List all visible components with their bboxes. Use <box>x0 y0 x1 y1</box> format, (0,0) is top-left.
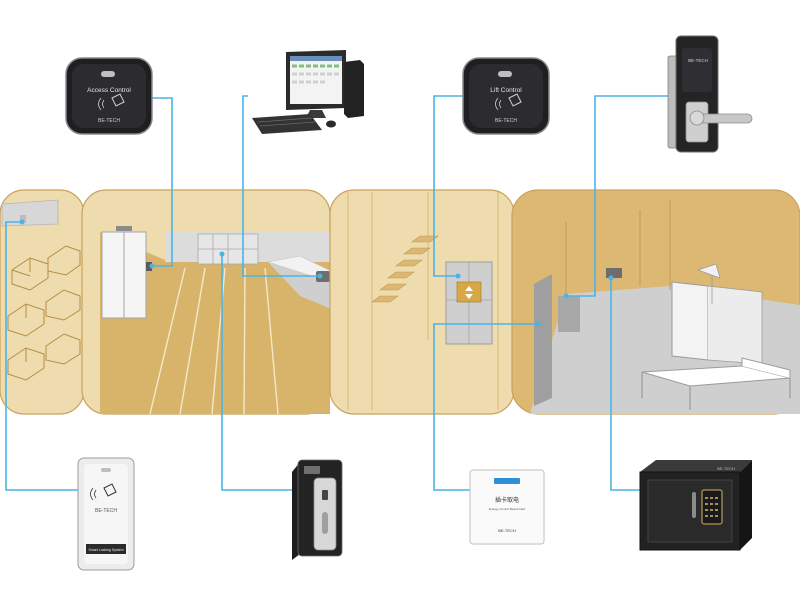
connector-wires <box>5 95 668 491</box>
smart-lock-caption: Smart Locking System <box>88 548 123 552</box>
staircase <box>371 235 439 303</box>
wire-lift-reader <box>433 95 463 277</box>
bed <box>641 357 791 410</box>
parking-area-panel <box>0 189 85 415</box>
lift-reader-brand: BE-TECH <box>495 118 517 124</box>
software-screen <box>290 56 342 84</box>
smart-lock-brand: BE-TECH <box>95 508 117 514</box>
lift-hall-panel <box>329 189 515 415</box>
wire-door-lock <box>566 95 668 297</box>
locker-lock <box>292 459 343 560</box>
lift-reader-title: Lift Control <box>490 87 522 94</box>
wire-computer <box>242 95 320 277</box>
card-icon <box>103 483 117 497</box>
lock-handle <box>695 113 753 124</box>
bathroom-door <box>671 281 709 361</box>
card-icon <box>508 93 522 107</box>
floor-lines <box>149 267 279 415</box>
room-door <box>534 274 552 406</box>
energy-saving-switch: 插卡取电 Energy Control Board Card BE-TECH <box>469 469 545 545</box>
floor-lamp <box>696 263 721 304</box>
door-lock-brand: BE-TECH <box>688 58 708 63</box>
access-control-reader: Access Control BE-TECH <box>65 57 153 135</box>
wire-locker <box>221 254 292 491</box>
wire-access-reader <box>152 97 173 267</box>
energy-switch-brand: BE-TECH <box>498 528 516 533</box>
safe-brand: BE-TECH <box>717 466 735 471</box>
wire-energy-switch <box>433 323 538 491</box>
safe-handle <box>692 492 696 518</box>
safe-keypad <box>701 489 723 525</box>
card-slot <box>494 478 520 484</box>
safe-side <box>740 460 752 550</box>
smart-locking-reader: BE-TECH Smart Locking System <box>77 457 135 571</box>
access-reader-brand: BE-TECH <box>98 118 120 124</box>
energy-switch-subtitle: Energy Control Board Card <box>489 507 526 511</box>
elevator-call-panel <box>456 281 482 303</box>
access-reader-title: Access Control <box>87 87 131 94</box>
pc-tower <box>344 60 364 118</box>
safe-top <box>640 460 752 472</box>
energy-switch-title: 插卡取电 <box>495 496 519 504</box>
lift-control-reader: Lift Control BE-TECH <box>462 57 550 135</box>
wall-reader <box>146 262 152 271</box>
parked-cars <box>7 245 81 381</box>
hotel-safe: BE-TECH <box>639 460 752 551</box>
mouse <box>326 120 336 128</box>
hotel-door-lock: BE-TECH <box>667 35 753 153</box>
wall-switch <box>606 268 622 278</box>
card-icon <box>111 93 125 107</box>
guest-room-panel <box>511 189 800 415</box>
wire-safe <box>610 278 640 491</box>
wire-parking <box>5 221 78 491</box>
management-computer <box>252 50 364 134</box>
